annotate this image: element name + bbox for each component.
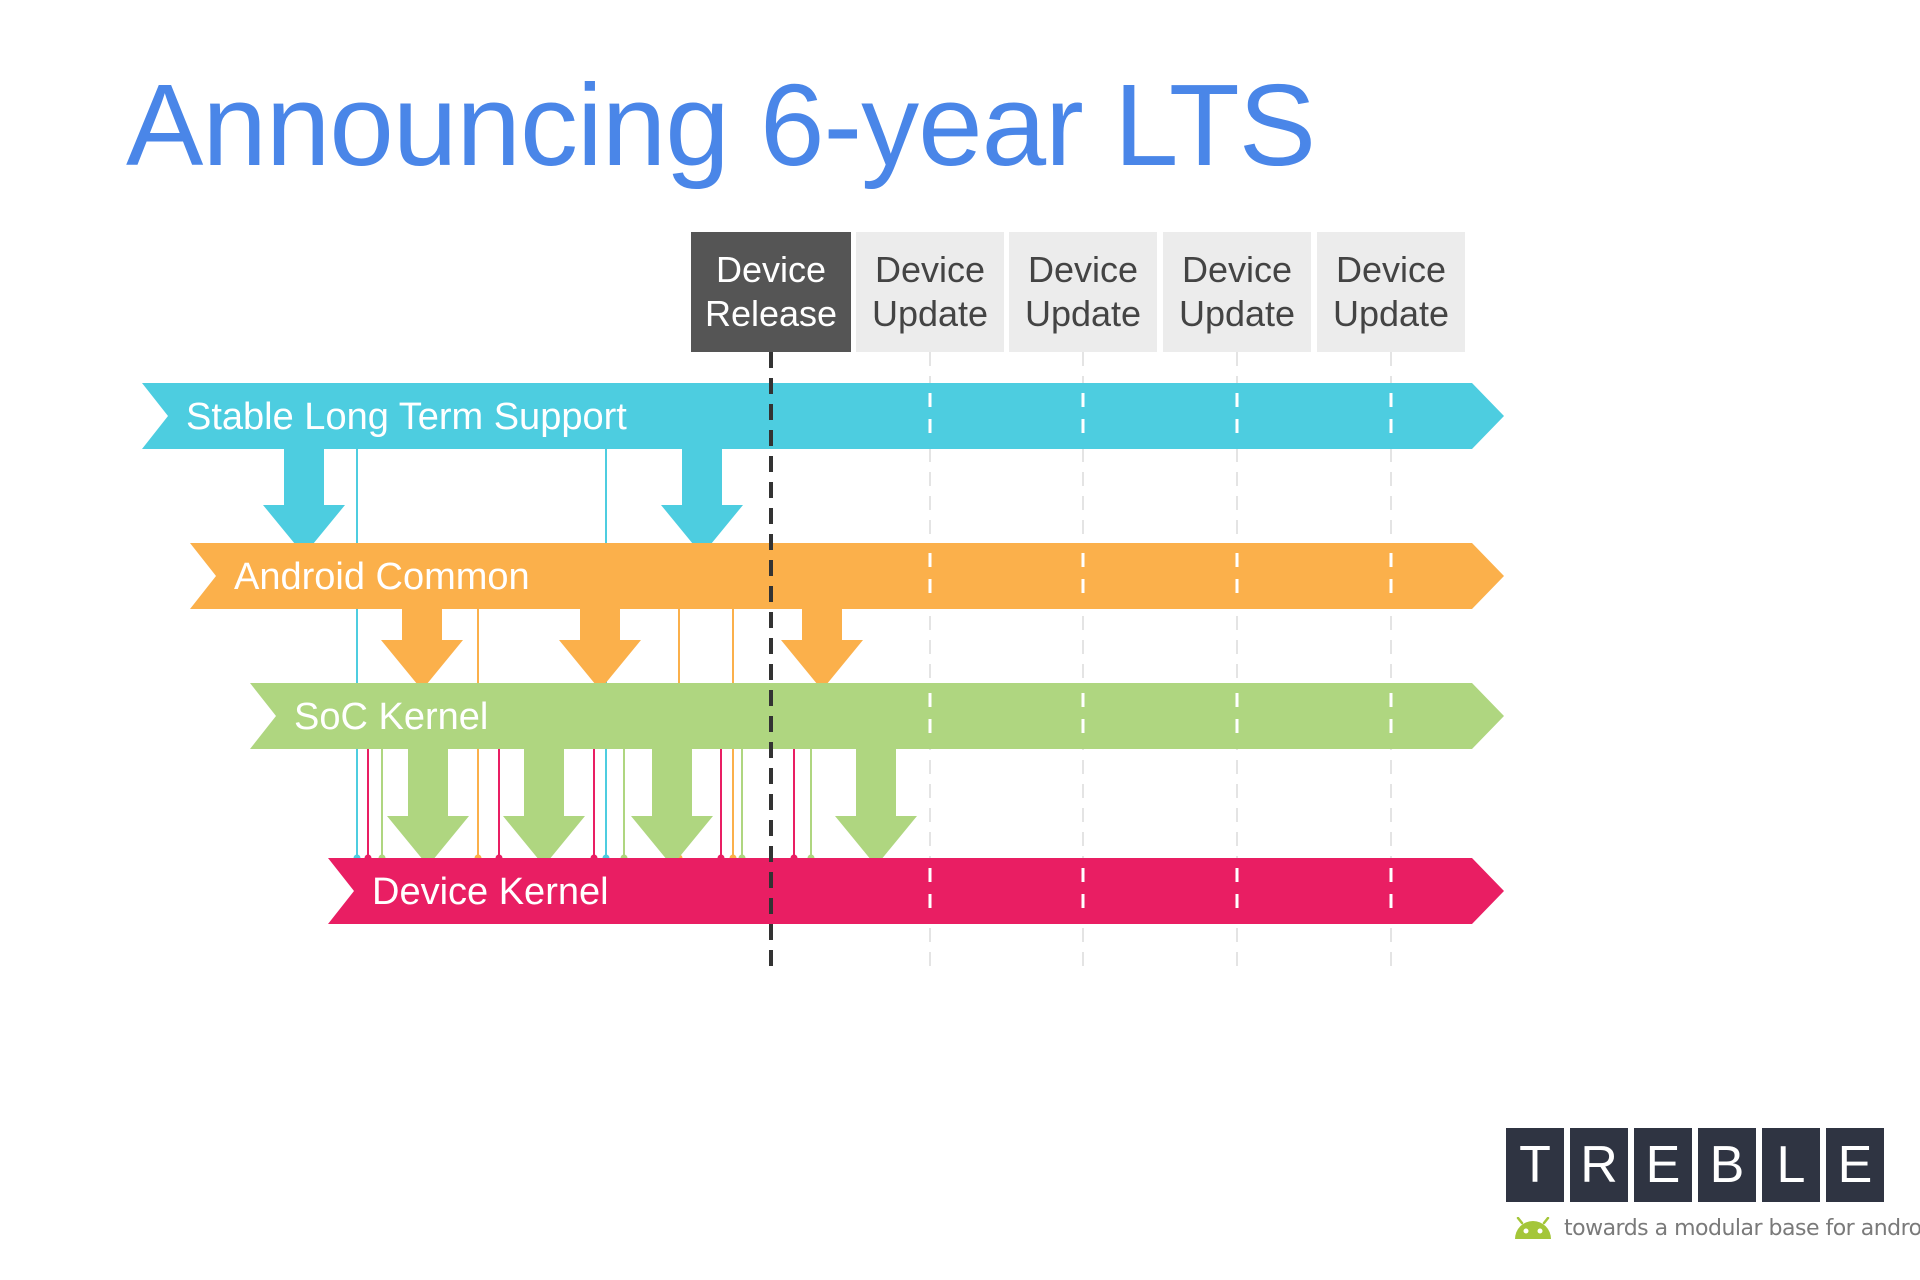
merge-arrow — [631, 749, 713, 866]
header-line1: Device — [1181, 249, 1293, 290]
treble-letter: B — [1698, 1128, 1756, 1202]
band-arrow — [250, 683, 1504, 749]
treble-tagline: towards a modular base for android — [1512, 1216, 1920, 1241]
treble-letter: E — [1634, 1128, 1692, 1202]
treble-letter: T — [1506, 1128, 1564, 1202]
header-line2: Update — [871, 293, 989, 334]
band-label: Android Common — [234, 556, 530, 598]
band-label: Stable Long Term Support — [186, 396, 627, 438]
merge-arrow — [381, 609, 463, 690]
band-arrow — [328, 858, 1504, 924]
band-arrow — [142, 383, 1504, 449]
header-line2: Update — [1332, 293, 1450, 334]
band-arrow — [190, 543, 1504, 609]
band-label: Device Kernel — [372, 871, 609, 913]
treble-tagline-text: towards a modular base for android — [1564, 1216, 1920, 1241]
header-line2: Update — [1178, 293, 1296, 334]
treble-letter: R — [1570, 1128, 1628, 1202]
merge-arrow — [263, 449, 345, 555]
merge-arrow — [387, 749, 469, 866]
merge-arrow — [661, 449, 743, 555]
merge-arrow — [559, 609, 641, 690]
android-robot-icon — [1515, 1216, 1551, 1239]
header-line1: Device — [1027, 249, 1139, 290]
treble-letter: E — [1826, 1128, 1884, 1202]
slide-title: Announcing 6-year LTS — [126, 60, 1316, 190]
band-label: SoC Kernel — [294, 696, 488, 738]
header-line2: Update — [1024, 293, 1142, 334]
merge-arrow — [781, 609, 863, 690]
header-line2: Release — [704, 293, 838, 334]
header-line1: Device — [715, 249, 827, 290]
header-line1: Device — [1335, 249, 1447, 290]
treble-letter: L — [1762, 1128, 1820, 1202]
merge-arrow — [835, 749, 917, 866]
header-line1: Device — [874, 249, 986, 290]
merge-arrow — [503, 749, 585, 866]
